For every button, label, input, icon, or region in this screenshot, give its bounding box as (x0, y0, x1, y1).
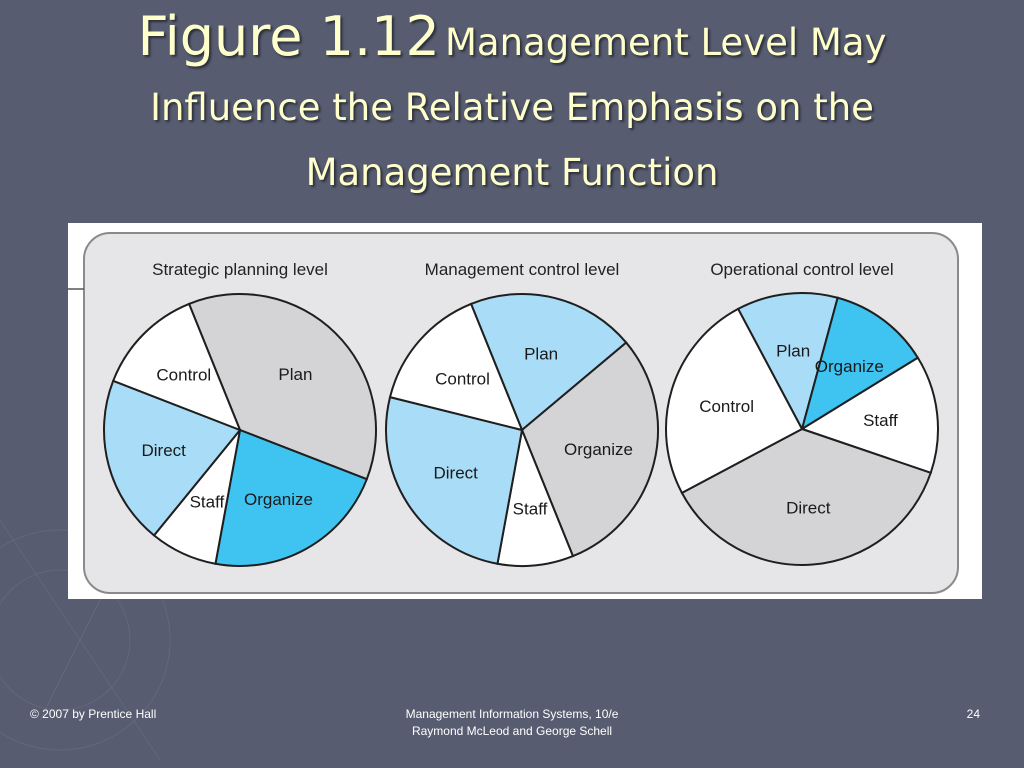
slice-label-direct: Direct (141, 441, 186, 460)
title-line-3: Management Function (305, 151, 719, 194)
pie-slice-plan (187, 293, 377, 481)
title-line-2: Influence the Relative Emphasis on the (150, 86, 874, 129)
pie-slice-organize (214, 428, 369, 567)
footer-book-title: Management Information Systems, 10/e (405, 707, 619, 721)
pie-chart-management-control-level: Management control levelPlanOrganizeStaf… (385, 260, 660, 567)
slice-label-plan: Plan (524, 345, 558, 364)
pie-slice-staff (799, 356, 939, 475)
slice-label-organize: Organize (564, 440, 633, 459)
pie-chart-operational-control-level: Operational control levelPlanOrganizeSta… (665, 260, 939, 566)
pie-title: Operational control level (710, 260, 893, 279)
pie-slice-direct (680, 427, 933, 566)
slice-label-control: Control (435, 369, 490, 388)
pie-slice-organize (800, 296, 920, 432)
footer-copyright: © 2007 by Prentice Hall (30, 707, 157, 721)
slice-label-control: Control (156, 366, 211, 385)
slice-label-staff: Staff (863, 411, 898, 430)
slice-label-direct: Direct (433, 464, 478, 483)
slice-label-organize: Organize (815, 357, 884, 376)
footer-authors: Raymond McLeod and George Schell (411, 724, 613, 738)
slice-label-plan: Plan (278, 365, 312, 384)
pie-charts: Strategic planning levelPlanOrganizeStaf… (68, 232, 959, 594)
pie-slice-organize (520, 341, 660, 558)
pie-slice-plan (469, 293, 628, 432)
slice-label-control: Control (699, 397, 754, 416)
footer-book-info: Management Information Systems, 10/e Ray… (362, 706, 662, 740)
pie-slice-control (111, 302, 242, 432)
slide-title: Figure 1.12 Management Level May Influen… (60, 8, 964, 209)
slice-label-staff: Staff (513, 500, 548, 519)
title-figure-number: Figure 1.12 (137, 5, 440, 68)
footer-page-number: 24 (966, 707, 980, 721)
pie-title: Strategic planning level (152, 260, 328, 279)
slice-label-plan: Plan (776, 342, 810, 361)
pie-slice-direct (103, 379, 242, 537)
slice-label-direct: Direct (786, 499, 831, 518)
pie-slice-control (388, 302, 524, 432)
pie-slice-plan (736, 292, 839, 432)
title-line-1: Management Level May (444, 21, 887, 64)
slice-label-organize: Organize (244, 490, 313, 509)
pie-slice-control (665, 307, 804, 495)
slice-label-staff: Staff (190, 493, 225, 512)
pie-slice-direct (385, 395, 524, 565)
pie-title: Management control level (425, 260, 620, 279)
